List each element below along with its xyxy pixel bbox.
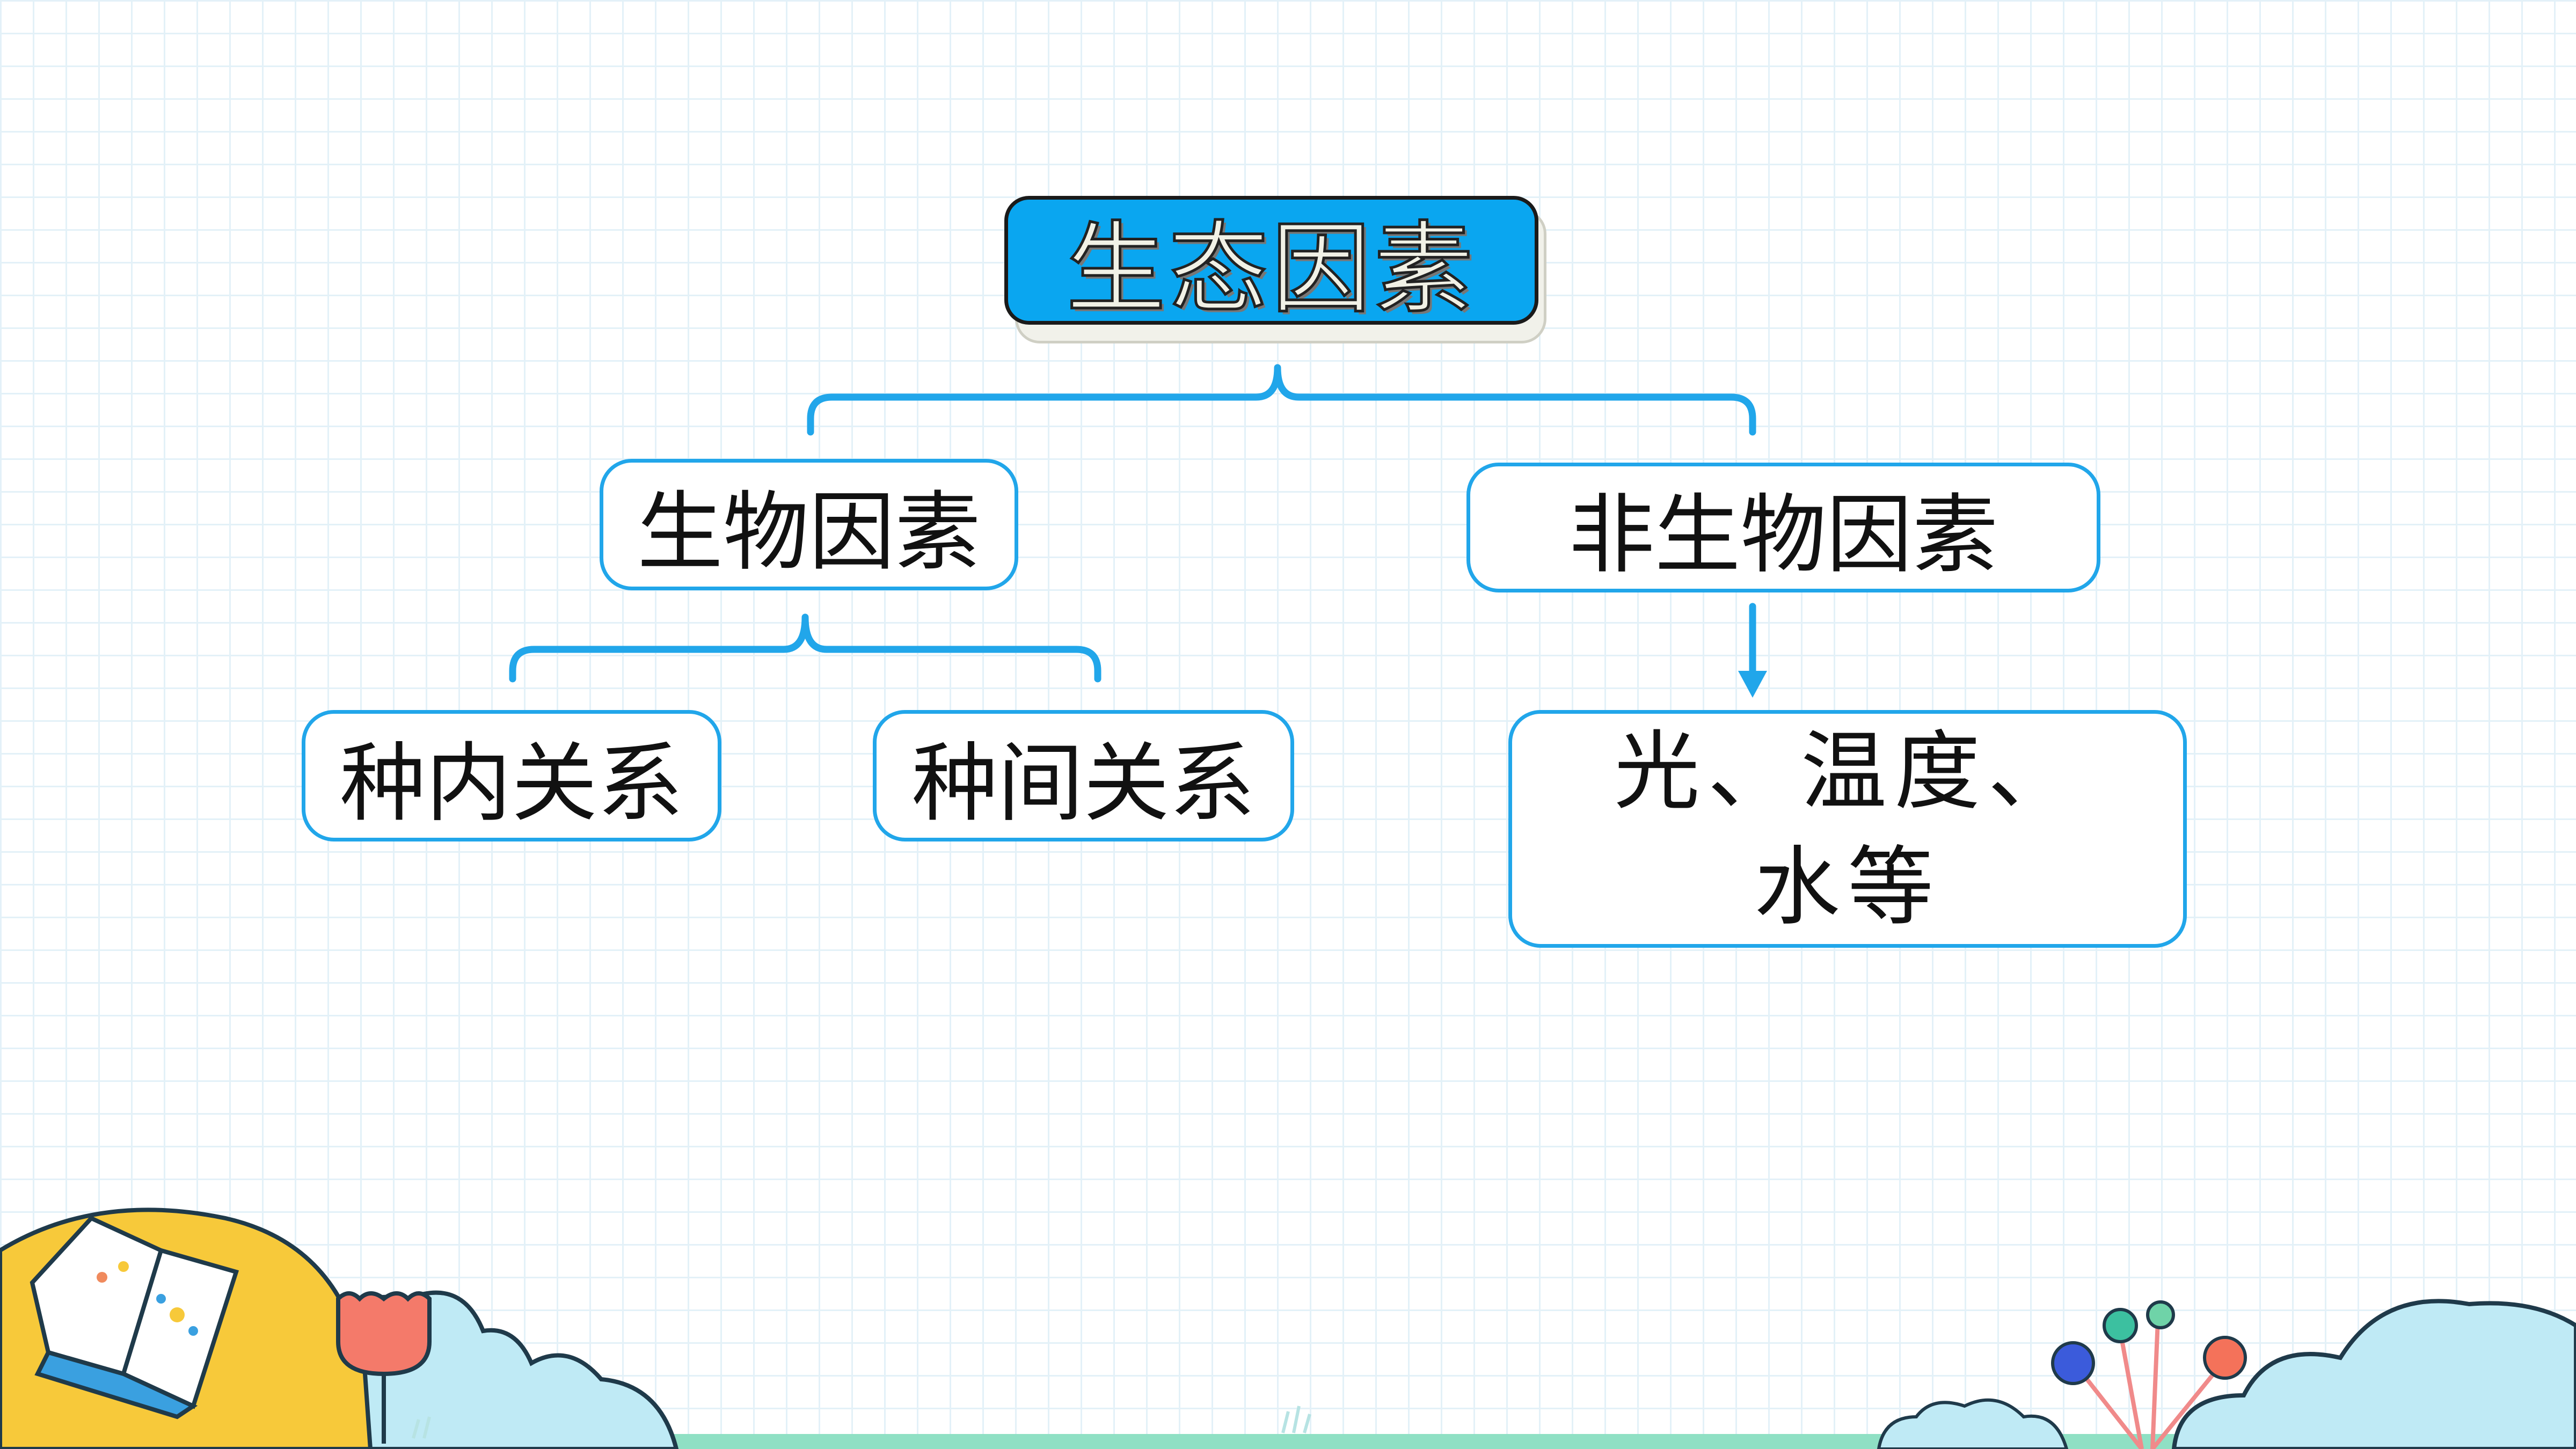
intraspecific-relation-node: 种内关系 [302,710,721,841]
balloon-red [2203,1336,2247,1380]
root-node: 生态因素 [1004,196,1538,328]
balloon-green [2146,1300,2175,1329]
abiotic-examples-node: 光、温度、水等 [1508,710,2187,948]
abiotic-arrow-head [1738,671,1767,698]
balloon-teal [2103,1308,2138,1343]
biotic-factors-node: 生物因素 [600,459,1018,590]
root-brace [807,364,1756,436]
balloon-blue [2051,1341,2095,1385]
abiotic-factors-label: 非生物因素 [1568,485,1998,585]
grass-tuft [412,1406,1311,1439]
biotic-brace [509,613,1101,683]
cloud-icon [1877,1398,2069,1449]
abiotic-factors-node: 非生物因素 [1466,463,2100,592]
interspecific-relation-label: 种间关系 [911,733,1256,833]
biotic-factors-label: 生物因素 [637,481,981,582]
abiotic-examples-label: 光、温度、水等 [1614,721,2081,937]
open-book-icon [0,1208,373,1449]
interspecific-relation-node: 种间关系 [873,710,1294,841]
flower-icon [336,1291,432,1444]
balloon-tree-icon [2081,1320,2224,1449]
intraspecific-relation-label: 种内关系 [339,733,683,833]
cloud-icon [2171,1299,2576,1449]
root-node-label: 生态因素 [1065,210,1477,328]
